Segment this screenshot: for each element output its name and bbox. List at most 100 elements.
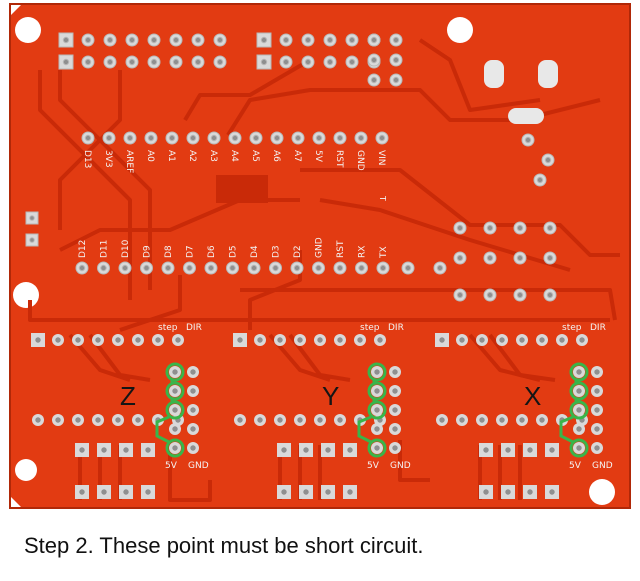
top-header-label: GND: [355, 150, 365, 171]
jumper-pad: [169, 366, 181, 378]
header-pad: [453, 288, 467, 302]
header-pad: [483, 288, 497, 302]
header-pad: [541, 153, 555, 167]
top-header-label: VIN: [376, 150, 386, 166]
bottom-header-label: RST: [336, 240, 346, 258]
top-header-label: RST: [334, 150, 344, 168]
socket-pad: [294, 414, 306, 426]
bottom-header-label: D9: [143, 245, 153, 258]
short-circuit-marker: [559, 362, 589, 458]
socket-pad: [254, 414, 266, 426]
top-header-label: A5: [250, 150, 260, 162]
top-header-label: 3V3: [103, 150, 113, 168]
header-pad: [453, 221, 467, 235]
header-pad: [345, 33, 359, 47]
socket-pad: [374, 334, 386, 346]
header-pad: [97, 261, 110, 275]
header-pad: [513, 251, 527, 265]
jumper-pad: [389, 442, 401, 454]
terminal-pad: [343, 443, 357, 457]
top-header-label: A0: [145, 150, 155, 162]
dir-label: DIR: [590, 323, 606, 333]
header-pad: [389, 33, 403, 47]
jumper-pad: [573, 404, 585, 416]
jumper-pad: [371, 442, 383, 454]
header-pad: [161, 261, 175, 275]
crystal-pad-bottom: [508, 108, 544, 124]
bottom-header-label: TX: [379, 246, 389, 259]
header-pad: [144, 131, 158, 145]
jumper-pad: [169, 385, 181, 397]
header-pad: [140, 261, 153, 275]
jumper-pad: [187, 404, 199, 416]
header-pad: [543, 251, 557, 265]
jumper-pad: [169, 404, 181, 416]
socket-pad: [31, 333, 45, 347]
board-outline: [10, 4, 630, 508]
step-label: step: [158, 323, 178, 333]
mounting-holes: [13, 17, 615, 505]
header-pad: [118, 261, 132, 275]
copper-traces: [28, 38, 620, 502]
socket-pad: [536, 334, 548, 346]
jumper-pad: [573, 385, 585, 397]
header-pad: [533, 173, 547, 187]
socket-pad: [436, 414, 448, 426]
jumper-pad: [573, 366, 585, 378]
socket-pad: [72, 334, 84, 346]
header-pad: [125, 33, 139, 47]
top-header-label: AREF: [124, 150, 134, 173]
top-header-label: A1: [166, 150, 176, 162]
socket-pad: [172, 334, 184, 346]
header-pad: [453, 251, 467, 265]
bottom-header-label: D7: [186, 245, 196, 258]
header-pad: [256, 54, 272, 70]
header-pad: [191, 55, 205, 69]
top-header-label: A2: [187, 150, 197, 162]
socket-pad: [132, 334, 144, 346]
header-pad: [354, 131, 368, 145]
header-pad: [247, 261, 261, 275]
terminal-pad: [97, 485, 111, 499]
header-pad: [513, 221, 527, 235]
side-silk-label: T: [378, 195, 387, 201]
terminal-pad: [501, 443, 515, 457]
header-pad: [376, 261, 390, 275]
header-pad: [355, 261, 368, 275]
header-pad: [147, 55, 161, 69]
header-pad: [521, 133, 535, 147]
socket-pad: [354, 334, 366, 346]
header-pad: [543, 288, 557, 302]
socket-pad: [476, 334, 488, 346]
jumper-pad: [187, 423, 199, 435]
jumper-pad: [371, 423, 383, 435]
board-edge: [9, 3, 631, 509]
socket-pad: [435, 333, 449, 347]
header-pad: [345, 55, 359, 69]
socket-pad: [496, 334, 508, 346]
header-pad: [81, 55, 95, 69]
socket-pad: [274, 414, 286, 426]
header-pad: [123, 131, 137, 145]
jumper-pad: [187, 366, 199, 378]
header-pad: [333, 131, 347, 145]
header-pad: [279, 33, 293, 47]
header-pad: [165, 131, 179, 145]
header-pad: [169, 55, 183, 69]
header-pad: [186, 131, 200, 145]
header-pad: [25, 211, 39, 225]
five-volt-label: 5V: [165, 461, 178, 471]
header-pad: [249, 131, 263, 145]
socket-pad: [72, 414, 84, 426]
gnd-label: GND: [188, 461, 209, 471]
jumper-pad: [591, 423, 603, 435]
header-pad: [75, 261, 89, 275]
header-pad: [323, 55, 337, 69]
crystal-pad-right: [538, 60, 558, 88]
header-pad: [375, 131, 389, 145]
terminal-pad: [75, 443, 89, 457]
terminal-pad: [119, 485, 133, 499]
terminal-pad: [501, 485, 515, 499]
